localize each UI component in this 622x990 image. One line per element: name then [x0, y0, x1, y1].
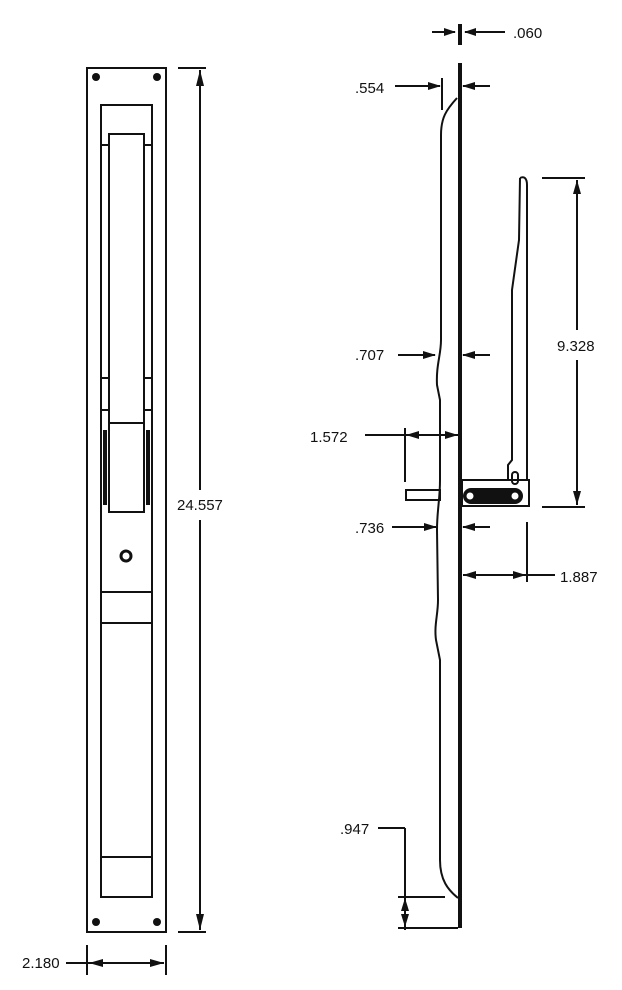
side-view: .060 .554 .707 1.572 .736: [310, 24, 598, 930]
top-offset-dimension: .554: [355, 80, 490, 97]
thickness-dim-label: .060: [513, 25, 542, 42]
lower-offset-label: .736: [355, 520, 384, 537]
lower-offset-dimension: .736: [355, 520, 490, 537]
latch-arm: [507, 176, 528, 480]
bottom-offset-label: .947: [340, 821, 369, 838]
pivot-icon: [465, 491, 475, 501]
face-plate-outline: [86, 67, 167, 933]
pin-extension-dimension: 1.572: [310, 428, 458, 482]
latch-projection-dimension: 1.887: [463, 522, 598, 586]
handle: [101, 133, 152, 513]
height-dim-label: 24.557: [177, 497, 223, 514]
width-dimension: 2.180: [22, 945, 167, 975]
latch-pin: [405, 489, 441, 501]
keyhole-icon: [119, 549, 133, 563]
handle-profile: [434, 97, 459, 899]
top-offset-label: .554: [355, 80, 384, 97]
bottom-offset-dimension: .947: [340, 821, 458, 930]
width-dim-label: 2.180: [22, 955, 60, 972]
pivot-icon: [510, 491, 520, 501]
height-dimension: 24.557: [177, 67, 223, 933]
latch-bracket: [461, 479, 530, 507]
mid-offset-label: .707: [355, 347, 384, 364]
recess-outline: [100, 104, 153, 898]
mid-offset-dimension: .707: [355, 347, 490, 364]
latch-height-label: 9.328: [557, 338, 595, 355]
pin-extension-label: 1.572: [310, 429, 348, 446]
latch-projection-label: 1.887: [560, 569, 598, 586]
screw-holes: [92, 73, 161, 926]
thickness-dimension: .060: [432, 25, 542, 42]
latch-link: [463, 488, 523, 504]
front-view: 24.557 2.180: [22, 67, 223, 975]
latch-height-dimension: 9.328: [542, 177, 595, 508]
